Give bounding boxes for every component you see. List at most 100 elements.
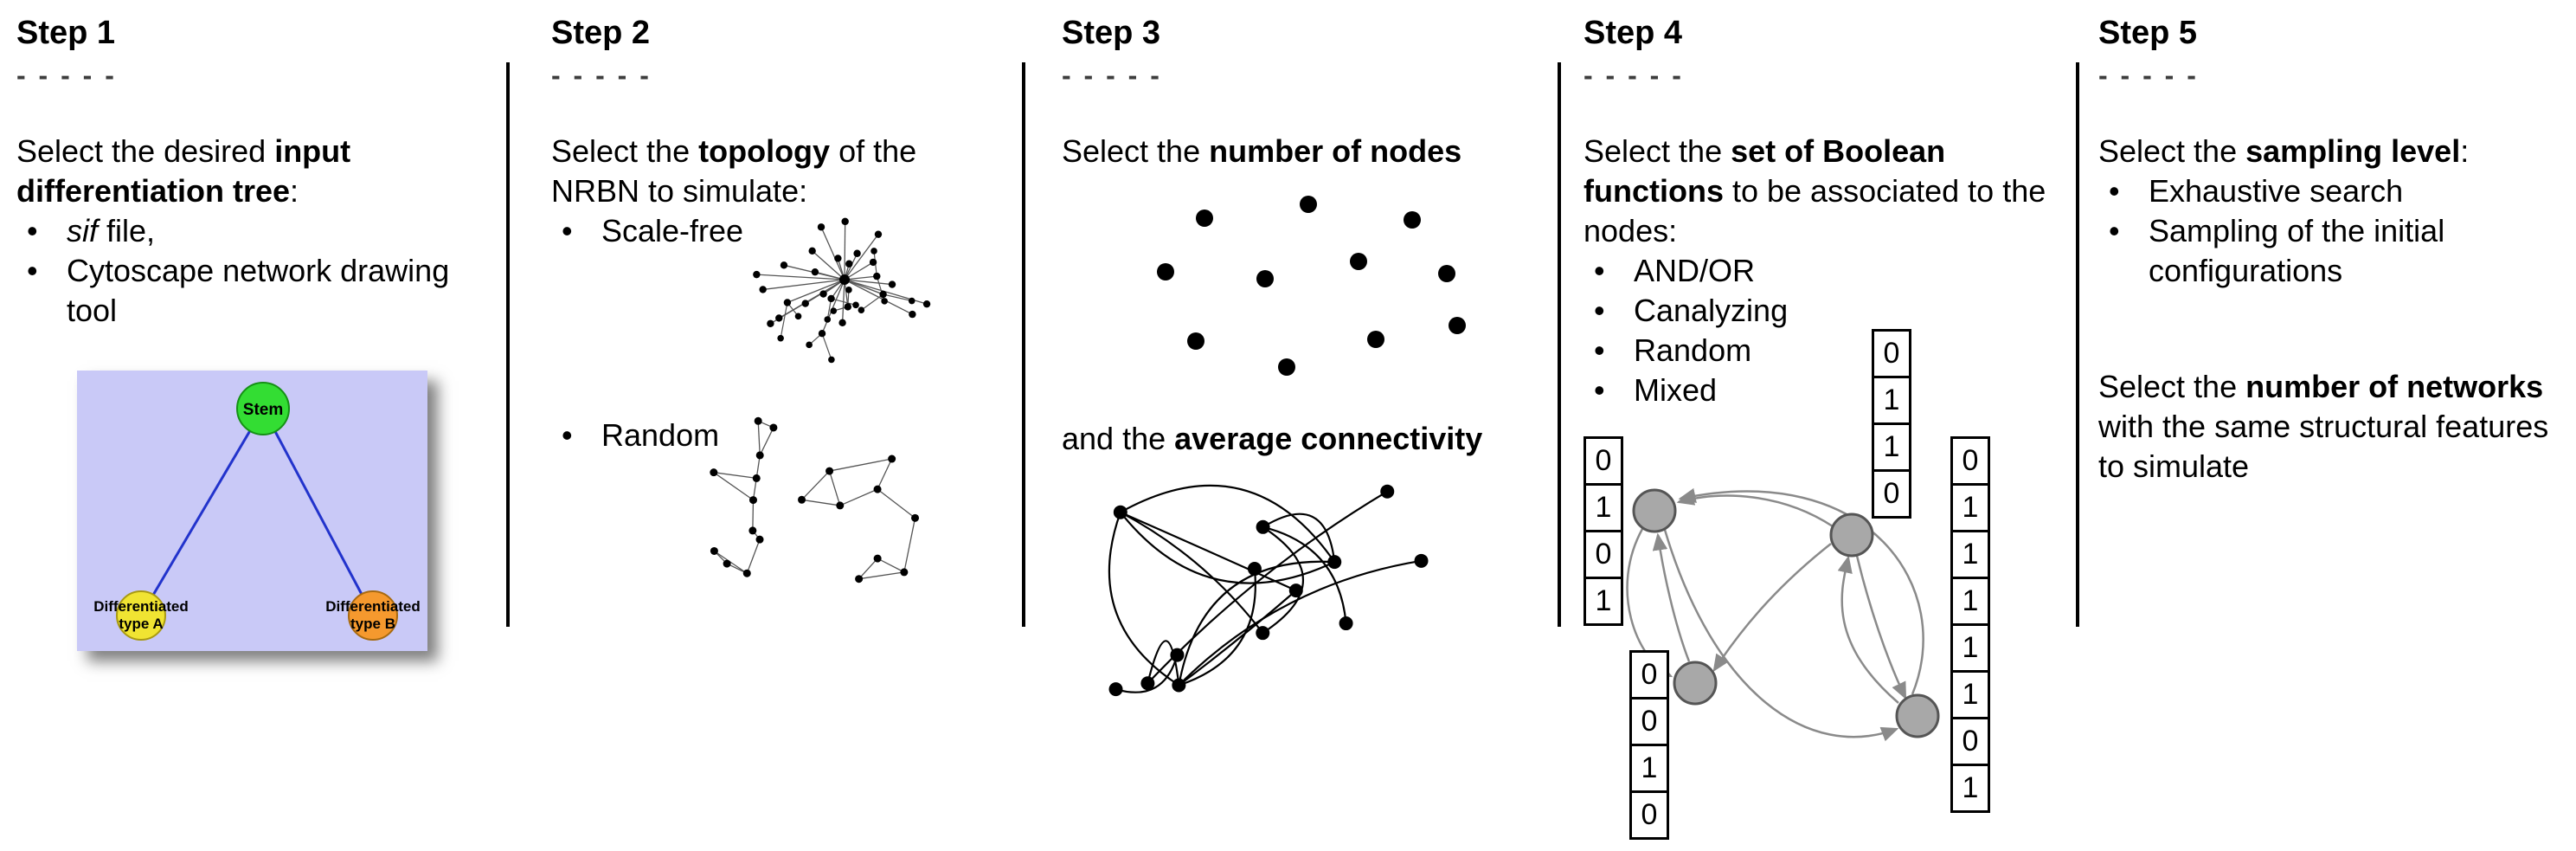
mixed-label: Mixed [1634, 372, 1718, 408]
step-2-intro: Select the topology of the NRBN to simul… [551, 132, 1005, 211]
step-1-bullet-sif-text: sif file, [67, 211, 501, 251]
divider-2 [1022, 62, 1025, 627]
scale-free-label: Scale-free [601, 213, 744, 248]
step-1-intro-text: Select the desired [16, 133, 275, 169]
step-2-intro-text: Select the [551, 133, 699, 169]
truth-table-cell: 1 [1950, 530, 1990, 579]
step-1-bullet-sif: • sif file, [16, 211, 501, 251]
bool-node-c [1673, 661, 1718, 706]
type-b-label-line1: Differentiated [325, 598, 421, 615]
random-label: Random [601, 417, 720, 453]
bool-edge-b-c [1712, 543, 1832, 673]
bool-node-b [1829, 513, 1874, 558]
bullet-marker: • [27, 253, 38, 288]
bullet-marker: • [27, 213, 38, 248]
step-5-intro-bold: sampling level [2245, 133, 2461, 169]
exhaustive-search-label: Exhaustive search [2149, 173, 2404, 209]
step-5-second-text: Select the [2098, 369, 2246, 404]
step-2-bullet-random: • Random [551, 416, 1005, 455]
tree-edge-b [261, 408, 375, 616]
step-4-dashes: - - - - - [1584, 60, 1684, 91]
truth-table-cell: 1 [1950, 623, 1990, 673]
truth-table-cell: 1 [1872, 422, 1911, 472]
step-3-line2-bold: average connectivity [1174, 421, 1483, 456]
truth-table-cell: 0 [1629, 697, 1669, 746]
connectivity-tangle-svg [1108, 484, 1429, 697]
nodes-scatter-svg [1157, 196, 1466, 376]
differentiation-tree-graphic: Stem Differentiated type A Differentiate… [77, 371, 427, 651]
step-4-heading: Step 4 [1584, 15, 1683, 51]
boolean-network-graphic [1626, 487, 1940, 742]
step-5-heading: Step 5 [2098, 15, 2198, 51]
step-4-intro-bold: set of Boolean functions [1584, 133, 1946, 209]
bool-edge-b-d [1855, 555, 1907, 700]
truth-table-cell: 0 [1629, 790, 1669, 840]
random-network-svg [710, 416, 920, 583]
truth-table-right: 0 1 1 1 1 1 0 1 [1950, 436, 1990, 813]
step-1-bullet-cytoscape-text: Cytoscape network drawing tool [67, 253, 450, 328]
step-3-line1: Select the number of nodes [1062, 132, 1533, 171]
truth-table-cell: 1 [1872, 376, 1911, 425]
bullet-marker: • [2109, 173, 2120, 209]
step-3-column: Step 3 - - - - - Select the number of no… [1062, 0, 1533, 851]
truth-table-cell: 0 [1584, 436, 1623, 486]
step-1-column: Step 1 - - - - - Select the desired inpu… [16, 0, 501, 851]
truth-table-cell: 0 [1584, 530, 1623, 579]
type-b-label-line2: type B [350, 616, 395, 632]
truth-table-cell: 0 [1950, 717, 1990, 766]
bullet-marker: • [562, 213, 573, 248]
step-3-dashes: - - - - - [1062, 60, 1162, 91]
type-a-label-line2: type A [119, 616, 163, 632]
type-b-node [348, 590, 398, 641]
scale-free-network-svg [753, 217, 931, 364]
truth-table-cell: 0 [1950, 436, 1990, 486]
sif-italic: sif [67, 213, 98, 248]
stem-label: Stem [243, 401, 283, 419]
random-network-graphic [683, 403, 962, 605]
step-4-bullet-andor: • AND/OR [1584, 251, 2055, 291]
step-2-intro-bold: topology [698, 133, 831, 169]
step-3-line1-text: Select the [1062, 133, 1210, 169]
truth-table-cell: 0 [1872, 329, 1911, 378]
step-4-bullet-canalyzing: • Canalyzing [1584, 291, 2055, 331]
truth-table-cell: 1 [1584, 577, 1623, 626]
step-5-intro: Select the sampling level: [2098, 132, 2566, 171]
truth-table-cell: 0 [1872, 469, 1911, 519]
canalyzing-label: Canalyzing [1634, 293, 1789, 328]
step-1-dashes: - - - - - [16, 60, 117, 91]
step-4-intro: Select the set of Boolean functions to b… [1584, 132, 2055, 251]
step-4-bullet-random: • Random [1584, 331, 2055, 371]
divider-3 [1558, 62, 1561, 627]
step-5-intro-text: Select the [2098, 133, 2246, 169]
bool-edge-c-a [1652, 532, 1691, 662]
scale-free-network-graphic [708, 190, 971, 384]
bullet-marker: • [1594, 253, 1605, 288]
truth-table-bottom: 0 0 1 0 [1629, 650, 1669, 840]
step-3-line1-bold: number of nodes [1209, 133, 1462, 169]
truth-table-cell: 1 [1950, 577, 1990, 626]
step-5-second-rest: with the same structural features to sim… [2098, 409, 2549, 484]
step-4-intro-rest: to be associated to the nodes: [1584, 173, 2046, 248]
step-4-bullet-mixed: • Mixed [1584, 371, 2055, 410]
bool-node-a [1632, 488, 1677, 533]
step-2-dashes: - - - - - [551, 60, 652, 91]
truth-table-cell: 1 [1950, 764, 1990, 813]
step-3-line2: and the average connectivity [1062, 419, 1482, 459]
bullet-marker: • [1594, 372, 1605, 408]
step-2-heading: Step 2 [551, 15, 651, 51]
differentiation-tree-svg: Stem Differentiated type A Differentiate… [77, 371, 427, 651]
stem-node [236, 382, 290, 435]
type-a-label-line1: Differentiated [93, 598, 189, 615]
step-1-intro-colon: : [290, 173, 299, 209]
truth-table-cell: 1 [1950, 670, 1990, 719]
sampling-configurations-label: Sampling of the initial configurations [2149, 213, 2445, 288]
bullet-marker: • [2109, 213, 2120, 248]
truth-table-cell: 1 [1950, 483, 1990, 532]
truth-table-cell: 1 [1584, 483, 1623, 532]
step-2-bullet-scale-free: • Scale-free [551, 211, 1005, 251]
step-2-intro-rest: of the NRBN to simulate: [551, 133, 917, 209]
tree-edge-a [139, 408, 265, 616]
bool-edge-d-a [1678, 487, 1924, 695]
andor-label: AND/OR [1634, 253, 1756, 288]
bullet-marker: • [1594, 293, 1605, 328]
